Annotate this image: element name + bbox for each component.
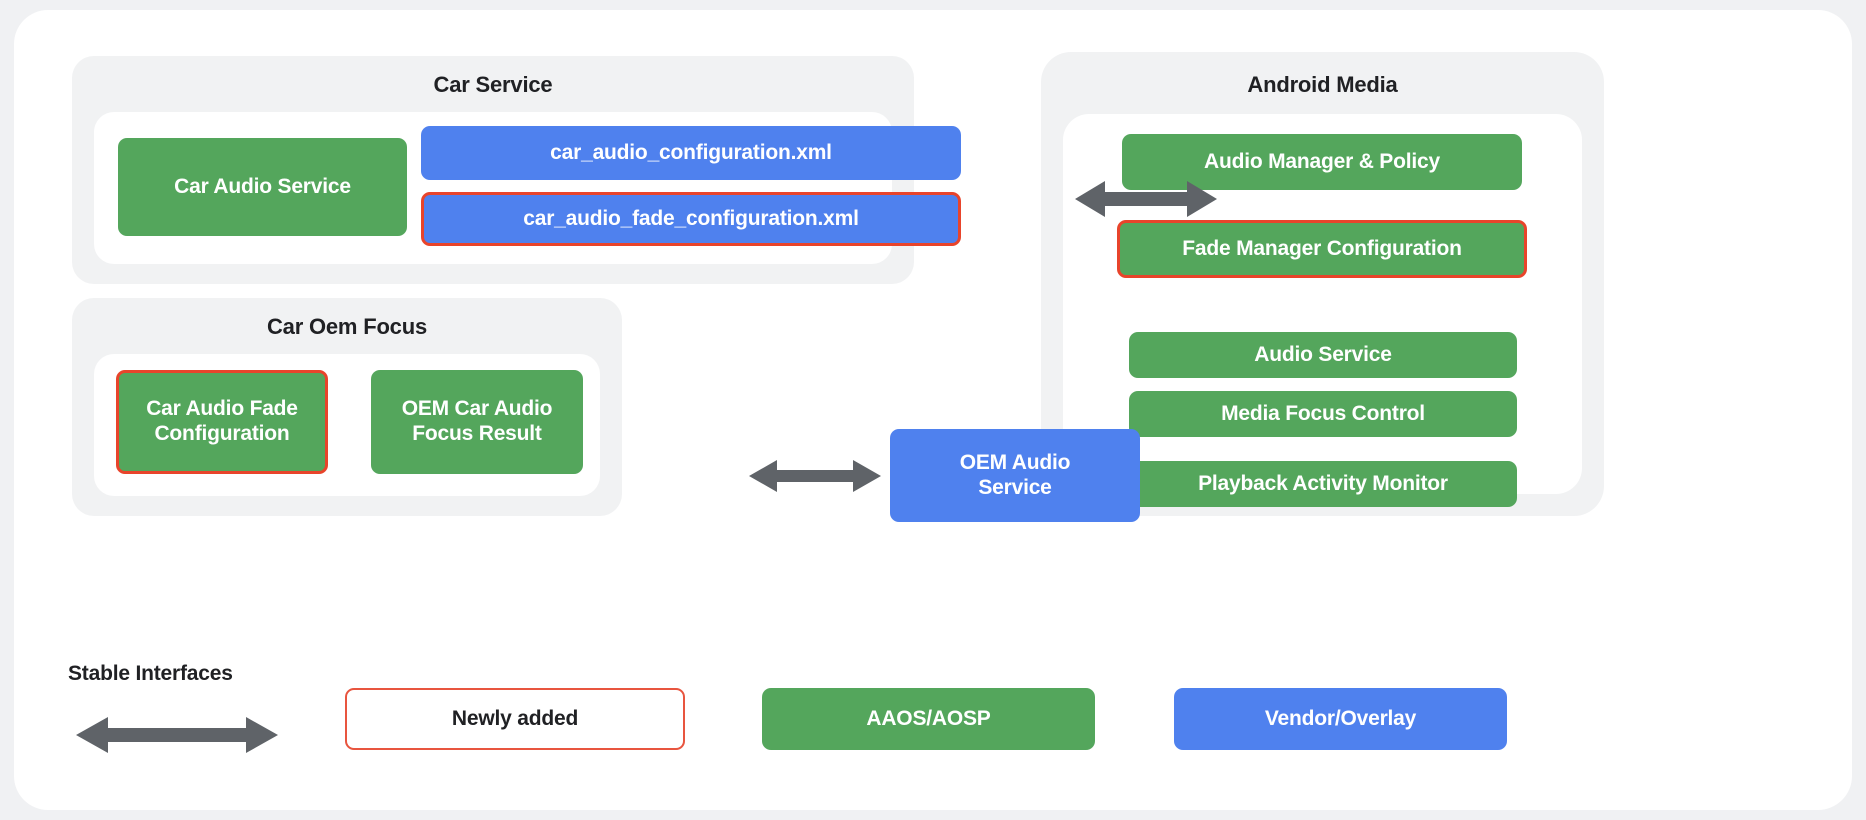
android-media-inner-panel: Audio Manager & Policy Fade Manager Conf… [1063, 114, 1582, 507]
arrow-car-service-to-android-media [1075, 177, 1217, 221]
legend-newly-added[interactable]: Newly added [345, 688, 685, 750]
oem-audio-service-line-2: Service [978, 475, 1052, 499]
group-android-media-title: Android Media [1247, 72, 1398, 97]
legend-aaos-aosp[interactable]: AAOS/AOSP [762, 688, 1095, 750]
node-car-audio-fade-configuration[interactable]: Car Audio Fade Configuration [116, 370, 328, 474]
group-car-service-title: Car Service [433, 72, 553, 97]
oem-audio-service-line-1: OEM Audio [959, 450, 1071, 474]
group-car-service: Car Service Car Audio Service car_audio_… [72, 56, 961, 284]
node-car-audio-configuration-xml[interactable]: car_audio_configuration.xml [421, 126, 961, 180]
node-audio-manager-and-policy[interactable]: Audio Manager & Policy [1122, 134, 1522, 190]
node-car-audio-fade-configuration-xml[interactable]: car_audio_fade_configuration.xml [421, 192, 961, 246]
legend-vendor-overlay[interactable]: Vendor/Overlay [1174, 688, 1507, 750]
car-service-inner-panel: Car Audio Service car_audio_configuratio… [94, 112, 961, 264]
group-android-media: Android Media Audio Manager & Policy Fad… [1041, 52, 1604, 516]
group-car-oem-focus: Car Oem Focus Car Audio Fade Configurati… [72, 298, 622, 516]
legend-arrow-stable-interface [76, 714, 278, 756]
node-audio-service[interactable]: Audio Service [1129, 332, 1517, 378]
arrow-oem-focus-to-oem-audio-service [749, 456, 881, 496]
node-fade-manager-configuration[interactable]: Fade Manager Configuration [1117, 220, 1527, 278]
legend-stable-interfaces-label: Stable Interfaces [68, 662, 233, 685]
node-media-focus-control[interactable]: Media Focus Control [1129, 391, 1517, 437]
node-oem-car-audio-focus-result[interactable]: OEM Car Audio Focus Result [371, 370, 583, 474]
node-oem-audio-service[interactable]: OEM Audio Service [890, 429, 1140, 522]
node-car-audio-service[interactable]: Car Audio Service [118, 138, 407, 236]
group-car-oem-focus-title: Car Oem Focus [266, 314, 427, 339]
car-oem-focus-inner-panel: Car Audio Fade Configuration OEM Car Aud… [94, 354, 600, 496]
diagram-canvas: Car Service Car Audio Service car_audio_… [14, 10, 1852, 810]
node-playback-activity-monitor[interactable]: Playback Activity Monitor [1129, 461, 1517, 507]
